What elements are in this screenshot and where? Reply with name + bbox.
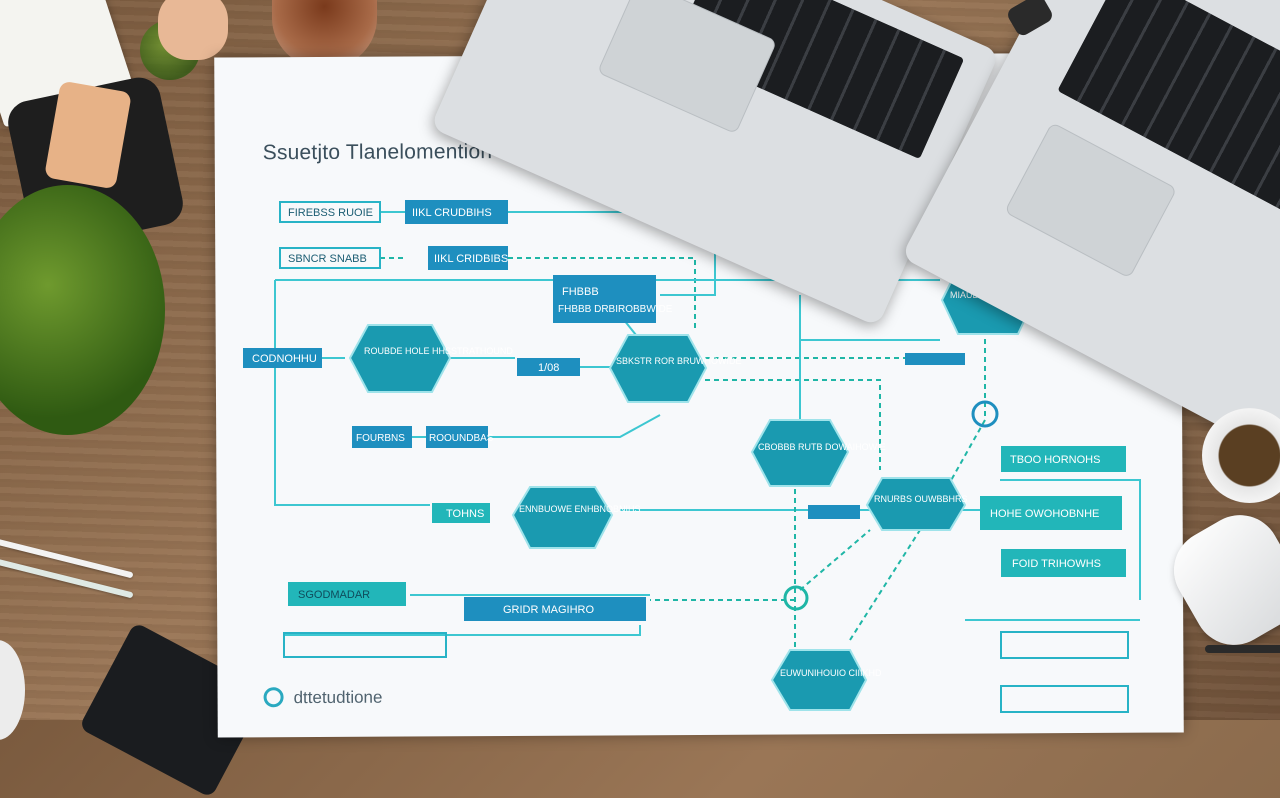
node-hex-bottom[interactable]: EUWUNIHOUIO CIIIKHD bbox=[770, 649, 882, 711]
node-left[interactable]: CODNOHHU bbox=[243, 348, 322, 368]
svg-text:FIREBSS RUOIE: FIREBSS RUOIE bbox=[288, 207, 373, 219]
svg-text:SGODMADAR: SGODMADAR bbox=[298, 589, 370, 601]
outlined-box-right-2 bbox=[1000, 685, 1129, 713]
svg-text:CBOBBB RUTB DOWAIHOWIE: CBOBBB RUTB DOWAIHOWIE bbox=[758, 442, 886, 452]
svg-text:IIKL CRUDBIHS: IIKL CRUDBIHS bbox=[412, 207, 492, 219]
svg-text:CODNOHHU: CODNOHHU bbox=[252, 353, 317, 365]
svg-text:FOURBNS: FOURBNS bbox=[356, 433, 405, 444]
node-fl1[interactable]: FIREBSS RUOIE IIKL CRUDBIHS bbox=[279, 200, 508, 224]
node-r3[interactable]: FOID TRIHOWHS bbox=[1001, 549, 1126, 577]
junction-icon-2 bbox=[783, 585, 809, 611]
svg-text:FHBBB DRBIROBBWIDE: FHBBB DRBIROBBWIDE bbox=[558, 304, 673, 315]
coffee-cup bbox=[1202, 408, 1280, 503]
node-hex-left[interactable]: ROUBDE HOLE HHSSTRATHOUND bbox=[348, 324, 513, 393]
svg-text:ROUBDE HOLE HHSSTRATHOUND: ROUBDE HOLE HHSSTRATHOUND bbox=[364, 346, 513, 356]
svg-text:HOHE OWOHOBNHE: HOHE OWOHOBNHE bbox=[990, 508, 1099, 520]
node-small-bar-2 bbox=[808, 505, 860, 519]
node-r1[interactable]: TBOO HORNOHS bbox=[1001, 446, 1126, 472]
pen bbox=[1205, 645, 1280, 653]
node-small-bar bbox=[905, 353, 965, 365]
outlined-box-right-1 bbox=[1000, 631, 1129, 659]
svg-text:ENNBUOWE ENHBNOBNIHS: ENNBUOWE ENHBNOBNIHS bbox=[519, 504, 641, 514]
svg-text:GRIDR MAGIHRO: GRIDR MAGIHRO bbox=[503, 604, 595, 616]
node-top[interactable]: FHBBB FHBBB DRBIROBBWIDE bbox=[553, 275, 673, 323]
svg-text:RNURBS OUWBBHRS: RNURBS OUWBBHRS bbox=[874, 494, 968, 504]
node-hex-center[interactable]: SBKSTR ROR BRUWHOWIDE bbox=[608, 334, 742, 403]
node-r2[interactable]: HOHE OWOHOBNHE bbox=[980, 496, 1122, 530]
outlined-box-left bbox=[283, 632, 447, 658]
trackpad bbox=[1004, 121, 1178, 279]
svg-text:1/08: 1/08 bbox=[538, 362, 559, 374]
node-hex-left-bottom[interactable]: ENNBUOWE ENHBNOBNIHS bbox=[511, 486, 641, 549]
node-sm2[interactable]: ROOUNDBAS bbox=[426, 426, 494, 448]
node-wide[interactable]: GRIDR MAGIHRO bbox=[464, 597, 646, 621]
svg-text:TBOO HORNOHS: TBOO HORNOHS bbox=[1010, 454, 1100, 466]
svg-text:FOID TRIHOWHS: FOID TRIHOWHS bbox=[1012, 558, 1101, 570]
svg-text:ROOUNDBAS: ROOUNDBAS bbox=[429, 433, 494, 444]
hand bbox=[158, 0, 228, 60]
junction-icon bbox=[971, 400, 999, 428]
svg-text:SBKSTR ROR BRUWHOWIDE: SBKSTR ROR BRUWHOWIDE bbox=[616, 356, 742, 366]
svg-text:SBNCR SNABB: SBNCR SNABB bbox=[288, 253, 367, 265]
svg-text:FHBBB: FHBBB bbox=[562, 286, 599, 298]
node-rnd[interactable]: RNURBS OUWBBHRS bbox=[865, 477, 968, 531]
node-tot[interactable]: TOHNS bbox=[432, 503, 490, 523]
node-hex-middle[interactable]: CBOBBB RUTB DOWAIHOWIE bbox=[750, 419, 886, 487]
node-go[interactable]: SGODMADAR bbox=[288, 582, 406, 606]
potted-plant bbox=[0, 185, 165, 435]
svg-text:IIKL CRIDBIBS: IIKL CRIDBIBS bbox=[434, 253, 508, 265]
node-mid1[interactable]: 1/08 bbox=[517, 358, 580, 376]
node-fl2[interactable]: SBNCR SNABB IIKL CRIDBIBS bbox=[279, 246, 508, 270]
svg-text:EUWUNIHOUIO CIIIKHD: EUWUNIHOUIO CIIIKHD bbox=[780, 668, 882, 678]
node-sm1[interactable]: FOURBNS bbox=[352, 426, 412, 448]
svg-text:TOHNS: TOHNS bbox=[446, 508, 484, 520]
